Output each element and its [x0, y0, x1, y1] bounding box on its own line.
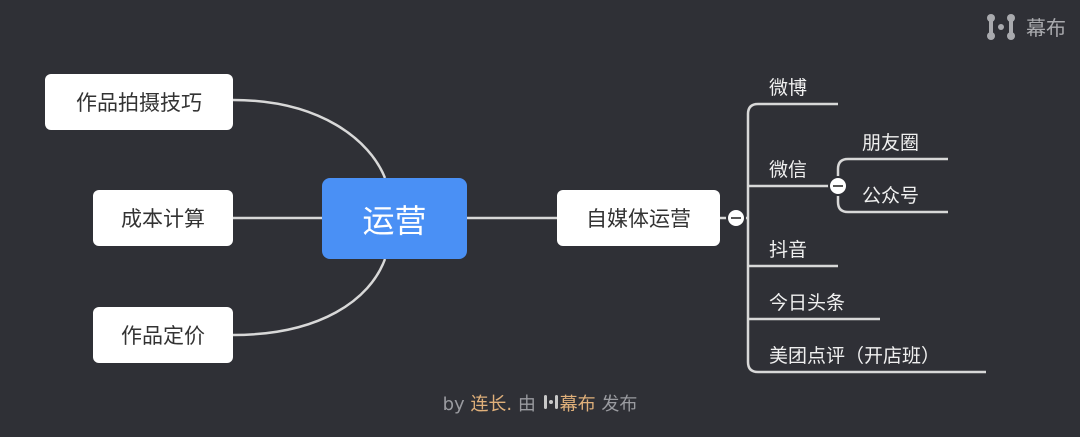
collapse-icon[interactable]: [726, 208, 746, 228]
mubu-logo-icon: [543, 395, 558, 409]
root-node[interactable]: 运营: [322, 178, 467, 259]
footer-author[interactable]: 连长.: [470, 394, 513, 415]
collapse-icon[interactable]: [828, 176, 848, 196]
node-douyin[interactable]: 抖音: [769, 239, 808, 261]
brand-name: 幕布: [1026, 16, 1066, 40]
node-left-3[interactable]: 作品定价: [93, 307, 233, 363]
brand-logo: 幕布: [986, 12, 1066, 41]
node-official-account[interactable]: 公众号: [862, 185, 920, 207]
node-meituan[interactable]: 美团点评（开店班）: [769, 345, 941, 367]
node-wechat[interactable]: 微信: [769, 159, 808, 181]
mubu-logo-icon: [987, 13, 1015, 40]
footer-by: by: [442, 394, 465, 415]
node-self-media[interactable]: 自媒体运营: [557, 190, 720, 246]
footer-credit: by 连长. 由 幕布 发布: [0, 390, 1080, 416]
footer-publish: 发布: [601, 394, 638, 415]
node-weibo[interactable]: 微博: [769, 77, 808, 99]
footer-brand[interactable]: 幕布: [559, 394, 596, 415]
node-toutiao[interactable]: 今日头条: [769, 292, 846, 314]
node-moments[interactable]: 朋友圈: [862, 132, 920, 154]
node-left-1[interactable]: 作品拍摄技巧: [45, 74, 233, 130]
node-left-2[interactable]: 成本计算: [93, 190, 233, 246]
footer-via: 由: [517, 394, 536, 415]
